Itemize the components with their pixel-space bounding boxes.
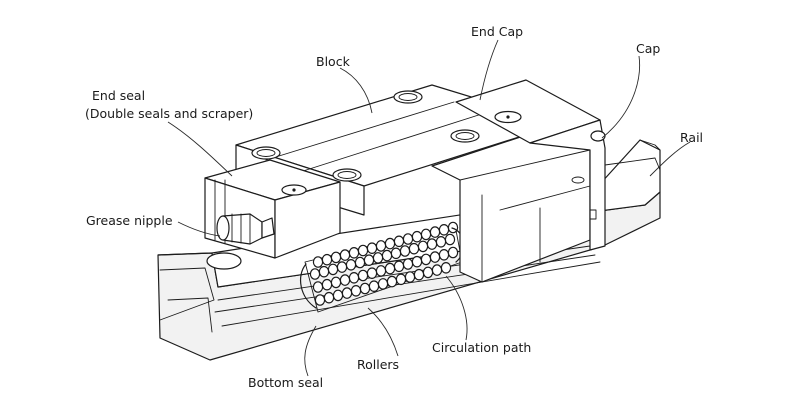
- roller: [384, 237, 396, 250]
- roller: [393, 235, 405, 248]
- roller: [321, 278, 333, 291]
- roller: [438, 224, 450, 236]
- label-end-seal: End seal: [92, 88, 145, 103]
- label-rail: Rail: [680, 130, 703, 145]
- roller: [372, 252, 384, 264]
- roller: [366, 242, 378, 254]
- roller: [422, 266, 434, 279]
- roller: [348, 271, 360, 284]
- roller: [332, 289, 344, 302]
- roller: [402, 233, 414, 245]
- roller: [447, 246, 459, 259]
- roller: [402, 258, 414, 270]
- label-block: Block: [316, 54, 351, 69]
- roller: [411, 230, 423, 243]
- roller: [384, 262, 396, 275]
- roller: [357, 269, 369, 282]
- roller: [417, 240, 429, 253]
- roller: [381, 249, 393, 262]
- roller: [426, 238, 438, 250]
- roller: [323, 291, 335, 304]
- roller: [429, 251, 441, 263]
- roller: [321, 253, 333, 266]
- roller: [420, 228, 432, 241]
- label-grease-nipple: Grease nipple: [86, 213, 173, 228]
- roller: [404, 271, 416, 283]
- roller: [438, 249, 450, 261]
- roller: [375, 240, 387, 252]
- roller: [327, 263, 339, 276]
- roller: [429, 226, 441, 238]
- roller: [366, 267, 378, 279]
- label-bottom-seal: Bottom seal: [248, 375, 323, 390]
- roller: [386, 275, 398, 288]
- roller: [447, 221, 459, 234]
- roller: [330, 276, 342, 289]
- roller-rows: [299, 221, 465, 313]
- roller: [312, 281, 324, 293]
- roller: [339, 274, 351, 286]
- roller: [393, 260, 405, 273]
- roller: [312, 256, 324, 268]
- roller: [309, 268, 321, 280]
- roller: [348, 247, 360, 259]
- roller: [363, 254, 375, 267]
- roller: [314, 294, 326, 306]
- label-end-seal-detail: (Double seals and scraper): [85, 106, 253, 121]
- roller: [375, 265, 387, 277]
- roller: [368, 280, 380, 292]
- roller: [390, 247, 402, 260]
- roller: [318, 265, 330, 278]
- label-end-cap: End Cap: [471, 24, 523, 39]
- roller: [411, 255, 423, 268]
- labels: End Cap Block Cap End seal (Double seals…: [85, 24, 703, 390]
- roller: [395, 273, 407, 286]
- roller: [431, 264, 443, 276]
- label-cap: Cap: [636, 41, 660, 56]
- roller: [341, 287, 353, 299]
- roller: [357, 244, 369, 257]
- roller: [336, 261, 348, 273]
- grease-nipple: [216, 213, 275, 245]
- roller: [350, 284, 362, 297]
- roller: [399, 245, 411, 257]
- roller: [440, 261, 452, 274]
- leader-lines: [167, 39, 691, 377]
- roller: [444, 233, 456, 246]
- roller: [330, 251, 342, 264]
- roller: [408, 242, 420, 255]
- roller: [435, 236, 447, 248]
- roller: [359, 282, 371, 295]
- roller: [339, 249, 351, 261]
- roller: [345, 258, 357, 271]
- roller: [420, 253, 432, 266]
- label-rollers: Rollers: [357, 357, 399, 372]
- roller: [413, 268, 425, 281]
- label-circulation-path: Circulation path: [432, 340, 531, 355]
- roller: [354, 256, 366, 269]
- roller: [377, 278, 389, 290]
